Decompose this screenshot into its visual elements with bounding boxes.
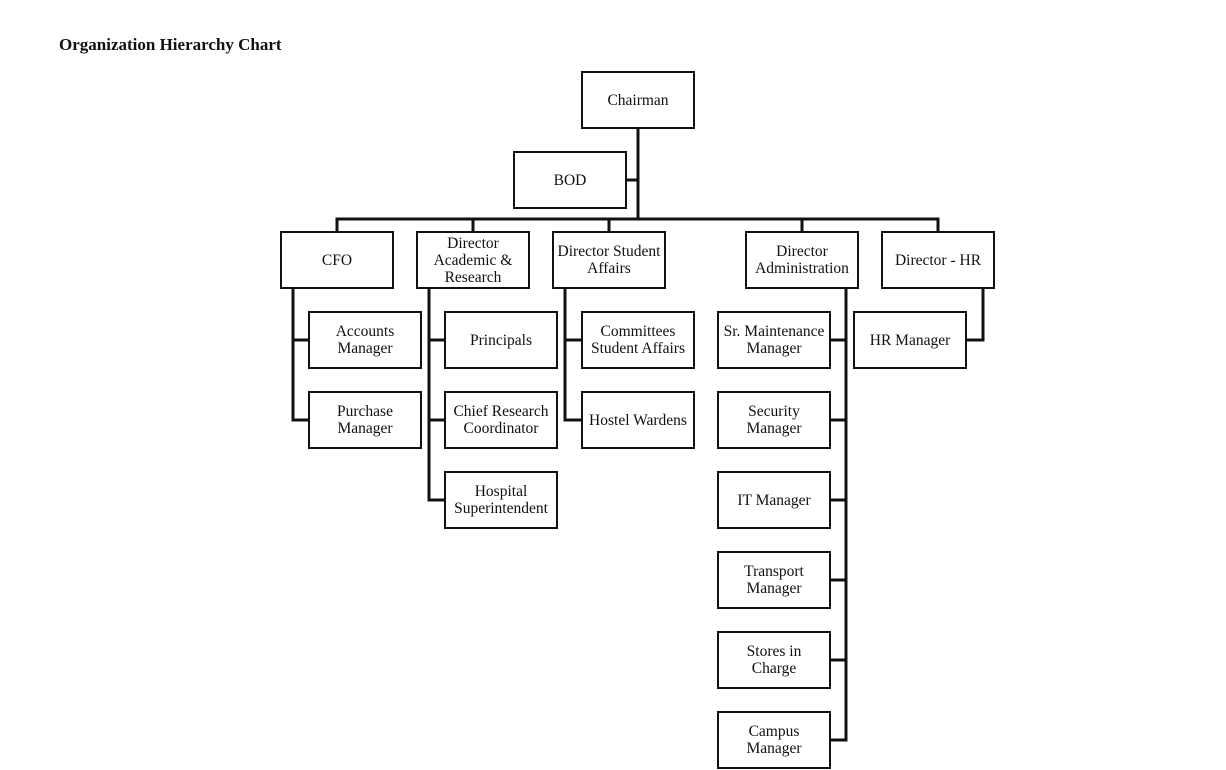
node-director-student-affairs: Director Student Affairs <box>552 231 666 289</box>
chart-title: Organization Hierarchy Chart <box>59 35 282 54</box>
node-it-manager: IT Manager <box>717 471 831 529</box>
node-campus-manager: Campus Manager <box>717 711 831 769</box>
node-chief-research-coordinator: Chief Research Coordinator <box>444 391 558 449</box>
node-director-hr: Director - HR <box>881 231 995 289</box>
node-transport-manager: Transport Manager <box>717 551 831 609</box>
node-hostel-wardens: Hostel Wardens <box>581 391 695 449</box>
node-committees-student-affairs: Committees Student Affairs <box>581 311 695 369</box>
node-principals: Principals <box>444 311 558 369</box>
node-stores-in-charge: Stores in Charge <box>717 631 831 689</box>
node-hospital-superintendent: Hospital Superintendent <box>444 471 558 529</box>
node-purchase-manager: Purchase Manager <box>308 391 422 449</box>
node-security-manager: Security Manager <box>717 391 831 449</box>
node-director-academic-research: Director Academic & Research <box>416 231 530 289</box>
node-bod: BOD <box>513 151 627 209</box>
node-director-administration: Director Administration <box>745 231 859 289</box>
node-sr-maintenance-manager: Sr. Maintenance Manager <box>717 311 831 369</box>
node-hr-manager: HR Manager <box>853 311 967 369</box>
node-cfo: CFO <box>280 231 394 289</box>
node-accounts-manager: Accounts Manager <box>308 311 422 369</box>
node-chairman: Chairman <box>581 71 695 129</box>
